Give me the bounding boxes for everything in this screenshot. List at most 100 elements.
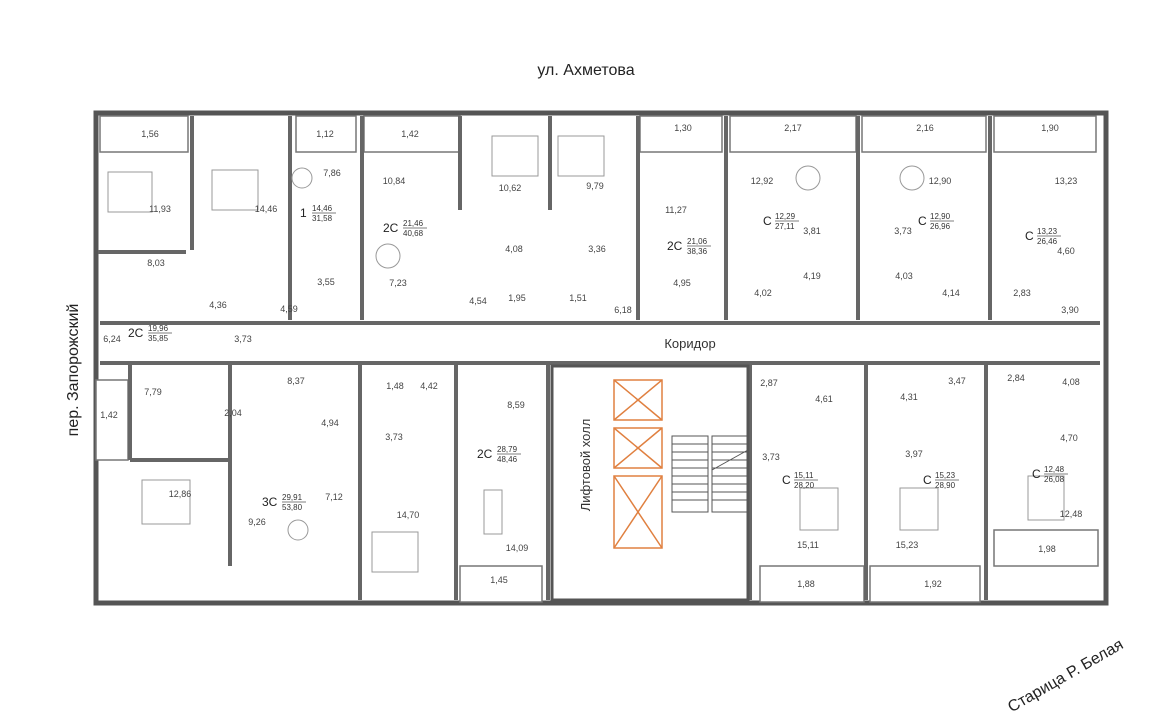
apartment-living-area: 14,46 bbox=[312, 204, 333, 213]
room-area: 2,84 bbox=[1007, 373, 1025, 383]
room-area: 11,93 bbox=[149, 204, 171, 214]
elevator-shafts bbox=[613, 379, 663, 549]
furniture bbox=[107, 135, 1065, 573]
elevator-hall bbox=[550, 364, 750, 602]
apartment-type: 2С bbox=[477, 447, 493, 461]
room-area: 4,54 bbox=[469, 296, 487, 306]
room-area: 3,47 bbox=[948, 376, 966, 386]
apartment-total-area: 26,96 bbox=[930, 222, 951, 231]
apartment-living-area: 12,48 bbox=[1044, 465, 1065, 474]
apartment-type: 2С bbox=[128, 326, 144, 340]
apartment-living-area: 13,23 bbox=[1037, 227, 1058, 236]
apartment-total-area: 40,68 bbox=[403, 229, 424, 238]
room-area: 14,46 bbox=[255, 204, 278, 214]
room-area: 15,11 bbox=[797, 540, 819, 550]
apartment-total-area: 26,46 bbox=[1037, 237, 1058, 246]
room-area: 14,09 bbox=[506, 543, 529, 553]
room-area: 10,62 bbox=[499, 183, 522, 193]
room-area: 4,61 bbox=[815, 394, 833, 404]
room-area: 7,86 bbox=[323, 168, 341, 178]
room-area: 9,79 bbox=[586, 181, 604, 191]
room-area: 1,56 bbox=[141, 129, 159, 139]
room-area: 3,73 bbox=[385, 432, 403, 442]
room-area: 12,92 bbox=[751, 176, 774, 186]
street-top-label: ул. Ахметова bbox=[537, 62, 634, 79]
room-area: 2,16 bbox=[916, 123, 934, 133]
room-area: 12,90 bbox=[929, 176, 952, 186]
apartment-total-area: 35,85 bbox=[148, 334, 169, 343]
room-area: 1,92 bbox=[924, 579, 942, 589]
room-area: 4,31 bbox=[900, 392, 918, 402]
apartment-living-area: 19,96 bbox=[148, 324, 169, 333]
room-area: 4,08 bbox=[505, 244, 523, 254]
apartment-living-area: 12,90 bbox=[930, 212, 951, 221]
room-area: 7,79 bbox=[144, 387, 162, 397]
apartment-total-area: 53,80 bbox=[282, 503, 303, 512]
room-area: 10,84 bbox=[383, 176, 406, 186]
room-area: 4,08 bbox=[1062, 377, 1080, 387]
apartment-type: 2С bbox=[667, 239, 683, 253]
room-area: 4,14 bbox=[942, 288, 960, 298]
apartment-type: С bbox=[918, 214, 927, 228]
room-area: 3,36 bbox=[588, 244, 606, 254]
apartment-total-area: 38,36 bbox=[687, 247, 708, 256]
staircase bbox=[671, 435, 749, 513]
room-area: 4,42 bbox=[420, 381, 438, 391]
room-area: 1,42 bbox=[100, 410, 118, 420]
room-area: 6,18 bbox=[614, 305, 632, 315]
room-area: 13,23 bbox=[1055, 176, 1078, 186]
interior-walls bbox=[98, 116, 1100, 600]
room-area: 15,23 bbox=[896, 540, 919, 550]
room-area: 1,98 bbox=[1038, 544, 1056, 554]
apartment-type: С bbox=[782, 473, 791, 487]
room-area: 4,94 bbox=[321, 418, 339, 428]
apartment-type: 2С bbox=[383, 221, 399, 235]
room-area: 3,90 bbox=[1061, 305, 1079, 315]
room-area: 1,51 bbox=[569, 293, 587, 303]
street-bottom-right-label: Старица Р. Белая bbox=[1005, 636, 1126, 716]
apartment-total-area: 48,46 bbox=[497, 455, 518, 464]
room-area: 2,17 bbox=[784, 123, 802, 133]
room-area: 4,70 bbox=[1060, 433, 1078, 443]
room-area: 2,87 bbox=[760, 378, 778, 388]
outer-walls bbox=[93, 110, 1109, 606]
room-area: 7,23 bbox=[389, 278, 407, 288]
apartment-type: С bbox=[1032, 467, 1041, 481]
apartment-total-area: 27,11 bbox=[775, 222, 795, 231]
room-area: 4,19 bbox=[803, 271, 821, 281]
room-area: 4,60 bbox=[1057, 246, 1075, 256]
room-area: 1,90 bbox=[1041, 123, 1059, 133]
elevator-hall-label: Лифтовой холл bbox=[578, 419, 593, 512]
apartment-living-area: 21,06 bbox=[687, 237, 708, 246]
room-area: 3,73 bbox=[894, 226, 912, 236]
apartment-type: С bbox=[1025, 229, 1034, 243]
room-area: 1,88 bbox=[797, 579, 815, 589]
room-area: 3,81 bbox=[803, 226, 821, 236]
apartment-type: С bbox=[763, 214, 772, 228]
apartment-total-area: 28,20 bbox=[794, 481, 815, 490]
room-area: 4,03 bbox=[895, 271, 913, 281]
room-area: 1,45 bbox=[490, 575, 508, 585]
room-area: 1,30 bbox=[674, 123, 692, 133]
room-area: 2,83 bbox=[1013, 288, 1031, 298]
room-area: 3,55 bbox=[317, 277, 335, 287]
room-area: 6,24 bbox=[103, 334, 121, 344]
room-area: 4,95 bbox=[673, 278, 691, 288]
bottom-balconies bbox=[95, 379, 1099, 603]
apartment-living-area: 21,46 bbox=[403, 219, 424, 228]
street-left-label: пер. Запорожский bbox=[65, 304, 82, 437]
apartment-total-area: 31,58 bbox=[312, 214, 333, 223]
corridor-label: Коридор bbox=[664, 336, 715, 351]
